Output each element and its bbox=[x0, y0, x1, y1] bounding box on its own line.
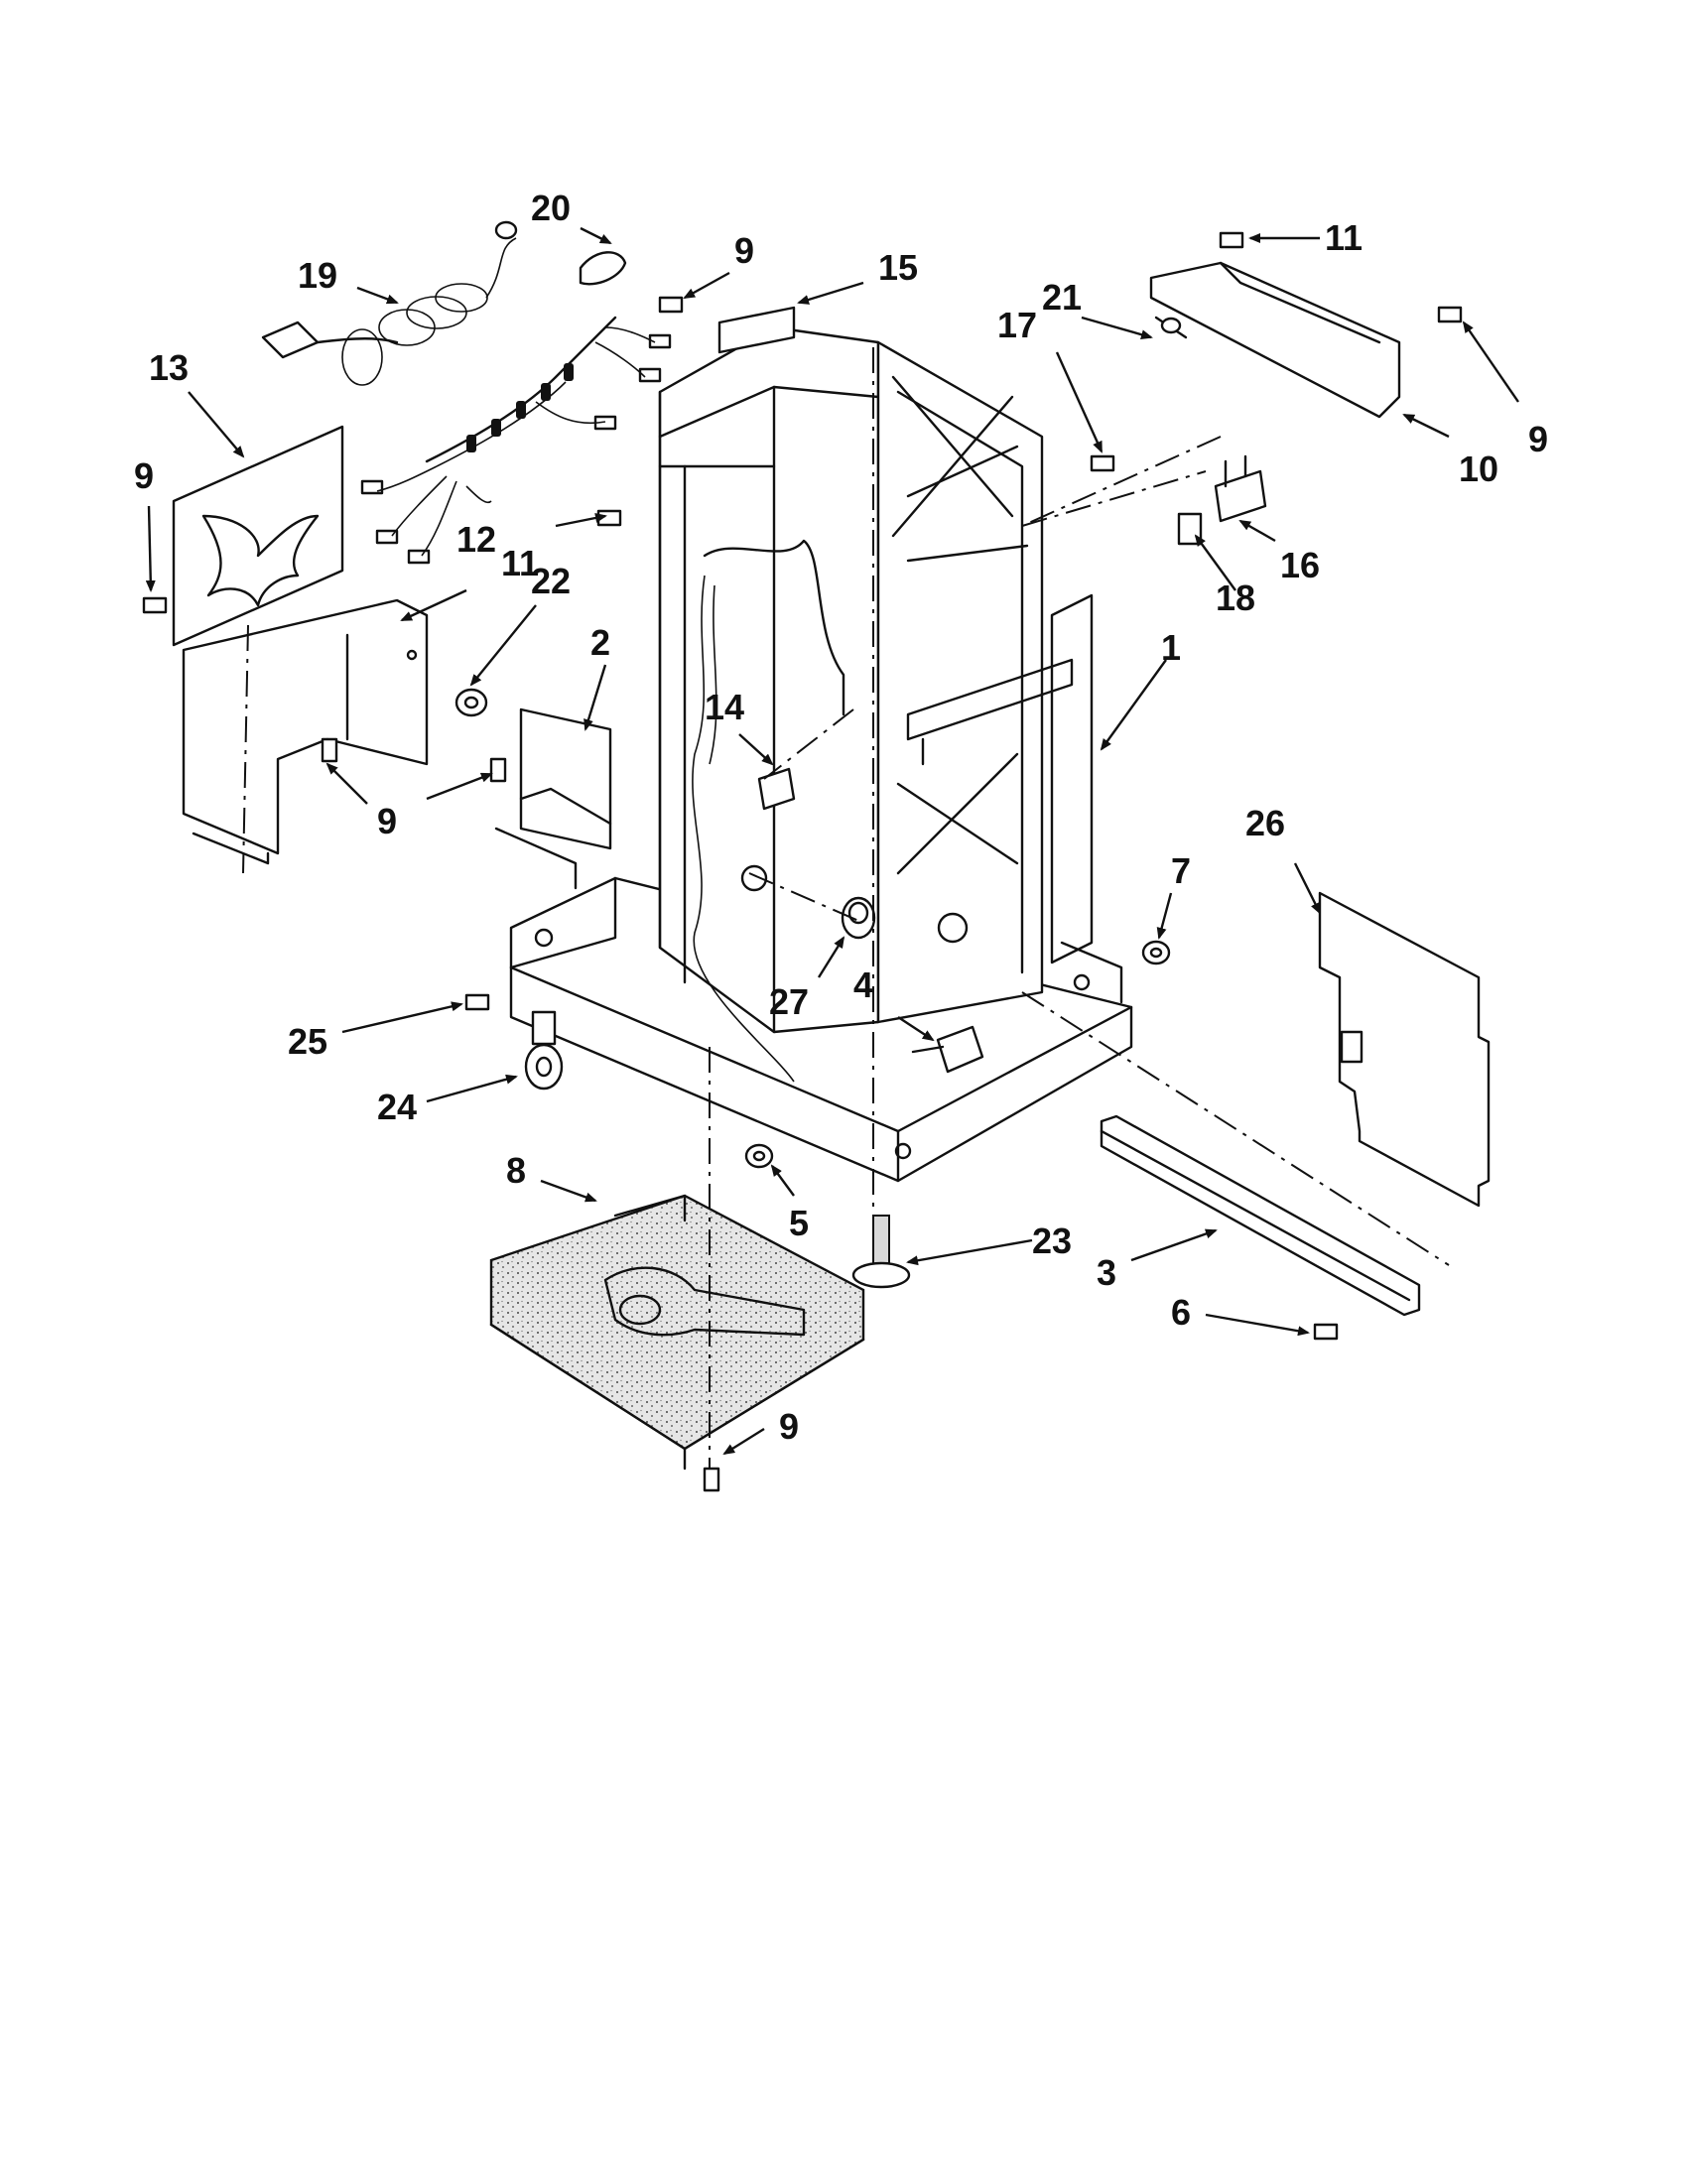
callout-7: 7 bbox=[1171, 850, 1191, 891]
callout-9: 9 bbox=[1528, 419, 1548, 459]
callout-10: 10 bbox=[1459, 449, 1498, 489]
callout-16: 16 bbox=[1280, 545, 1320, 585]
callout-25: 25 bbox=[288, 1021, 327, 1062]
bracket-2 bbox=[494, 707, 612, 890]
callout-11: 11 bbox=[501, 543, 539, 583]
callout-26: 26 bbox=[1245, 803, 1285, 843]
callout-labels: 20 19 9 15 11 21 17 9 10 13 9 12 11 22 2… bbox=[134, 188, 1548, 1447]
callout-17: 17 bbox=[997, 305, 1037, 345]
callout-19: 19 bbox=[298, 255, 337, 296]
rear-panel-13 bbox=[172, 425, 344, 647]
callout-9: 9 bbox=[134, 455, 154, 496]
callout-15: 15 bbox=[878, 247, 918, 288]
rail-3 bbox=[1100, 1114, 1421, 1317]
callout-14: 14 bbox=[705, 687, 744, 727]
callout-5: 5 bbox=[789, 1203, 809, 1243]
bracket-15 bbox=[717, 306, 796, 354]
callout-9: 9 bbox=[734, 230, 754, 271]
callout-8: 8 bbox=[506, 1150, 526, 1191]
callout-11: 11 bbox=[1325, 217, 1363, 258]
callout-9: 9 bbox=[779, 1406, 799, 1447]
callout-21: 21 bbox=[1042, 277, 1082, 318]
base-plate-8 bbox=[489, 1194, 865, 1471]
callout-27: 27 bbox=[769, 981, 809, 1022]
cabinet-frame bbox=[509, 325, 1133, 1183]
bracket-10 bbox=[1149, 261, 1401, 419]
callout-1: 1 bbox=[1161, 627, 1181, 668]
callout-20: 20 bbox=[531, 188, 571, 228]
callout-6: 6 bbox=[1171, 1292, 1191, 1333]
leader-arrows bbox=[145, 226, 1519, 1456]
callout-18: 18 bbox=[1216, 578, 1255, 618]
callout-22: 22 bbox=[531, 561, 571, 601]
callout-2: 2 bbox=[590, 622, 610, 663]
callout-3: 3 bbox=[1097, 1252, 1116, 1293]
callout-23: 23 bbox=[1032, 1220, 1072, 1261]
callout-13: 13 bbox=[149, 347, 189, 388]
panel-26 bbox=[1318, 891, 1491, 1208]
cord-clamp-20 bbox=[494, 220, 627, 286]
callout-12: 12 bbox=[456, 519, 496, 560]
centerlines bbox=[242, 347, 1450, 1469]
wire-harness-19 bbox=[261, 237, 672, 565]
callout-4: 4 bbox=[853, 964, 873, 1005]
hardware bbox=[142, 231, 1463, 1492]
callout-24: 24 bbox=[377, 1087, 417, 1127]
callout-9: 9 bbox=[377, 801, 397, 841]
